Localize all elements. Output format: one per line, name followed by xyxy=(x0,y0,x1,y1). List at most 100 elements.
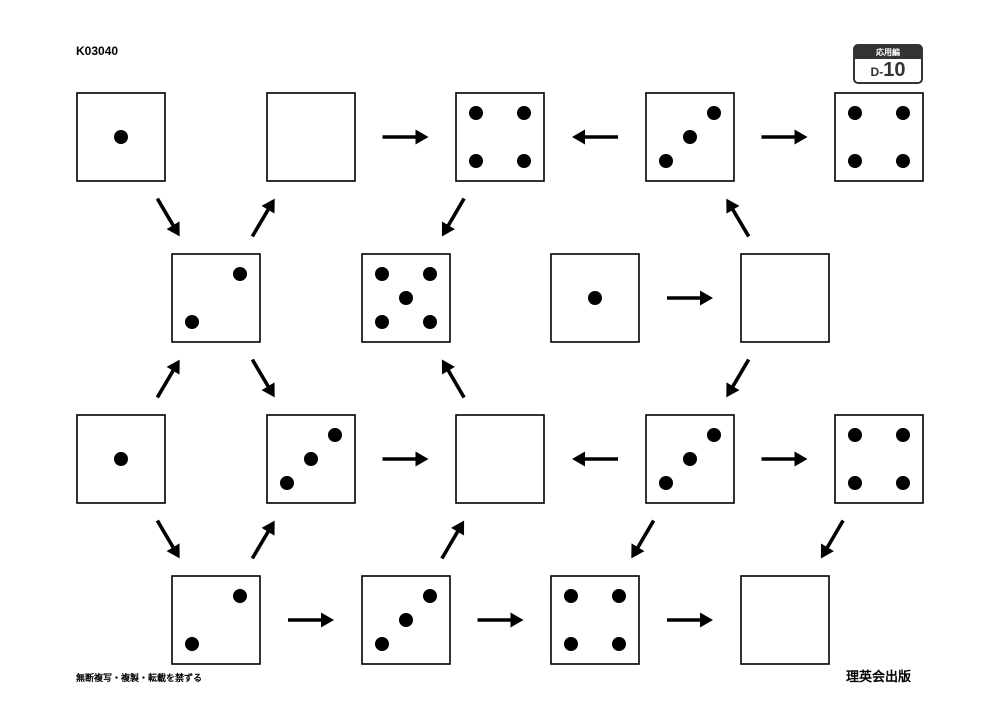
die xyxy=(645,92,735,182)
die-pip xyxy=(304,452,318,466)
arrow-head xyxy=(700,290,713,306)
arrow xyxy=(820,519,845,559)
arrow xyxy=(726,198,751,238)
die-frame xyxy=(455,92,545,182)
arrow-head xyxy=(321,612,334,628)
arrow-head xyxy=(415,451,429,467)
arrow xyxy=(631,519,656,559)
arrow-shaft xyxy=(250,207,271,238)
arrow xyxy=(667,290,713,306)
die xyxy=(834,414,924,504)
die-pip xyxy=(114,452,128,466)
die xyxy=(361,575,451,665)
arrow-shaft xyxy=(250,358,271,389)
arrow xyxy=(572,129,618,145)
arrow xyxy=(250,358,275,398)
die-pip xyxy=(683,130,697,144)
arrow xyxy=(667,612,713,628)
die-pip xyxy=(423,267,437,281)
die-pip xyxy=(659,154,673,168)
arrow-head xyxy=(572,451,585,467)
die xyxy=(266,414,356,504)
arrow-head xyxy=(510,612,524,628)
die-pip xyxy=(896,476,910,490)
arrow xyxy=(726,358,751,398)
die-pip xyxy=(375,267,389,281)
die-frame xyxy=(834,92,924,182)
arrow-head xyxy=(441,359,455,375)
die-pip xyxy=(588,291,602,305)
die xyxy=(361,253,451,343)
arrow-shaft xyxy=(635,519,656,550)
blank-die xyxy=(266,92,356,182)
arrow-head xyxy=(794,451,808,467)
die xyxy=(455,92,545,182)
arrow-head xyxy=(451,520,465,536)
arrow-head xyxy=(261,198,275,214)
die-frame xyxy=(171,253,261,343)
die-pip xyxy=(707,428,721,442)
arrow-head xyxy=(166,221,180,237)
arrow-shaft xyxy=(155,519,176,550)
die-pip xyxy=(612,637,626,651)
die-pip xyxy=(375,637,389,651)
arrow-shaft xyxy=(440,529,460,560)
blank-die xyxy=(740,253,830,343)
arrow xyxy=(761,129,808,145)
arrow xyxy=(250,198,275,238)
die-pip xyxy=(399,613,413,627)
die-pip xyxy=(896,428,910,442)
die-pip xyxy=(469,154,483,168)
arrow-head xyxy=(261,520,275,536)
die xyxy=(550,575,640,665)
die xyxy=(171,253,261,343)
level-badge: 応用編 D-10 xyxy=(853,44,923,84)
die-pip xyxy=(848,154,862,168)
die-pip xyxy=(328,428,342,442)
die xyxy=(76,414,166,504)
die-pip xyxy=(683,452,697,466)
badge-number: 10 xyxy=(883,59,906,81)
die-pip xyxy=(848,428,862,442)
die xyxy=(171,575,261,665)
die xyxy=(645,414,735,504)
die-frame xyxy=(834,414,924,504)
die-pip xyxy=(612,589,626,603)
arrow-head xyxy=(572,129,585,145)
die-pip xyxy=(375,315,389,329)
arrow xyxy=(441,197,466,237)
arrow xyxy=(441,359,466,399)
badge-category: 応用編 xyxy=(855,46,921,59)
arrow xyxy=(382,129,429,145)
die-pip xyxy=(848,476,862,490)
die-pip xyxy=(423,315,437,329)
arrow-shaft xyxy=(825,519,845,550)
die xyxy=(76,92,166,182)
die-pip xyxy=(185,637,199,651)
die-frame xyxy=(740,575,830,665)
arrow-shaft xyxy=(446,197,466,228)
die-pip xyxy=(399,291,413,305)
die-pip xyxy=(707,106,721,120)
arrow-head xyxy=(441,221,455,237)
die-pip xyxy=(848,106,862,120)
arrow-shaft xyxy=(155,197,176,228)
arrow xyxy=(761,451,808,467)
die-pip xyxy=(423,589,437,603)
arrow-head xyxy=(726,382,740,398)
arrow xyxy=(155,197,180,237)
die-pip xyxy=(469,106,483,120)
arrow-shaft xyxy=(730,207,751,238)
arrow-head xyxy=(415,129,429,145)
blank-die xyxy=(455,414,545,504)
die-frame xyxy=(455,414,545,504)
arrow xyxy=(572,451,618,467)
badge-id: D-10 xyxy=(855,59,921,82)
die-pip xyxy=(280,476,294,490)
die-pip xyxy=(114,130,128,144)
die-pip xyxy=(185,315,199,329)
die-pip xyxy=(233,589,247,603)
arrow-head xyxy=(166,543,180,559)
die xyxy=(834,92,924,182)
